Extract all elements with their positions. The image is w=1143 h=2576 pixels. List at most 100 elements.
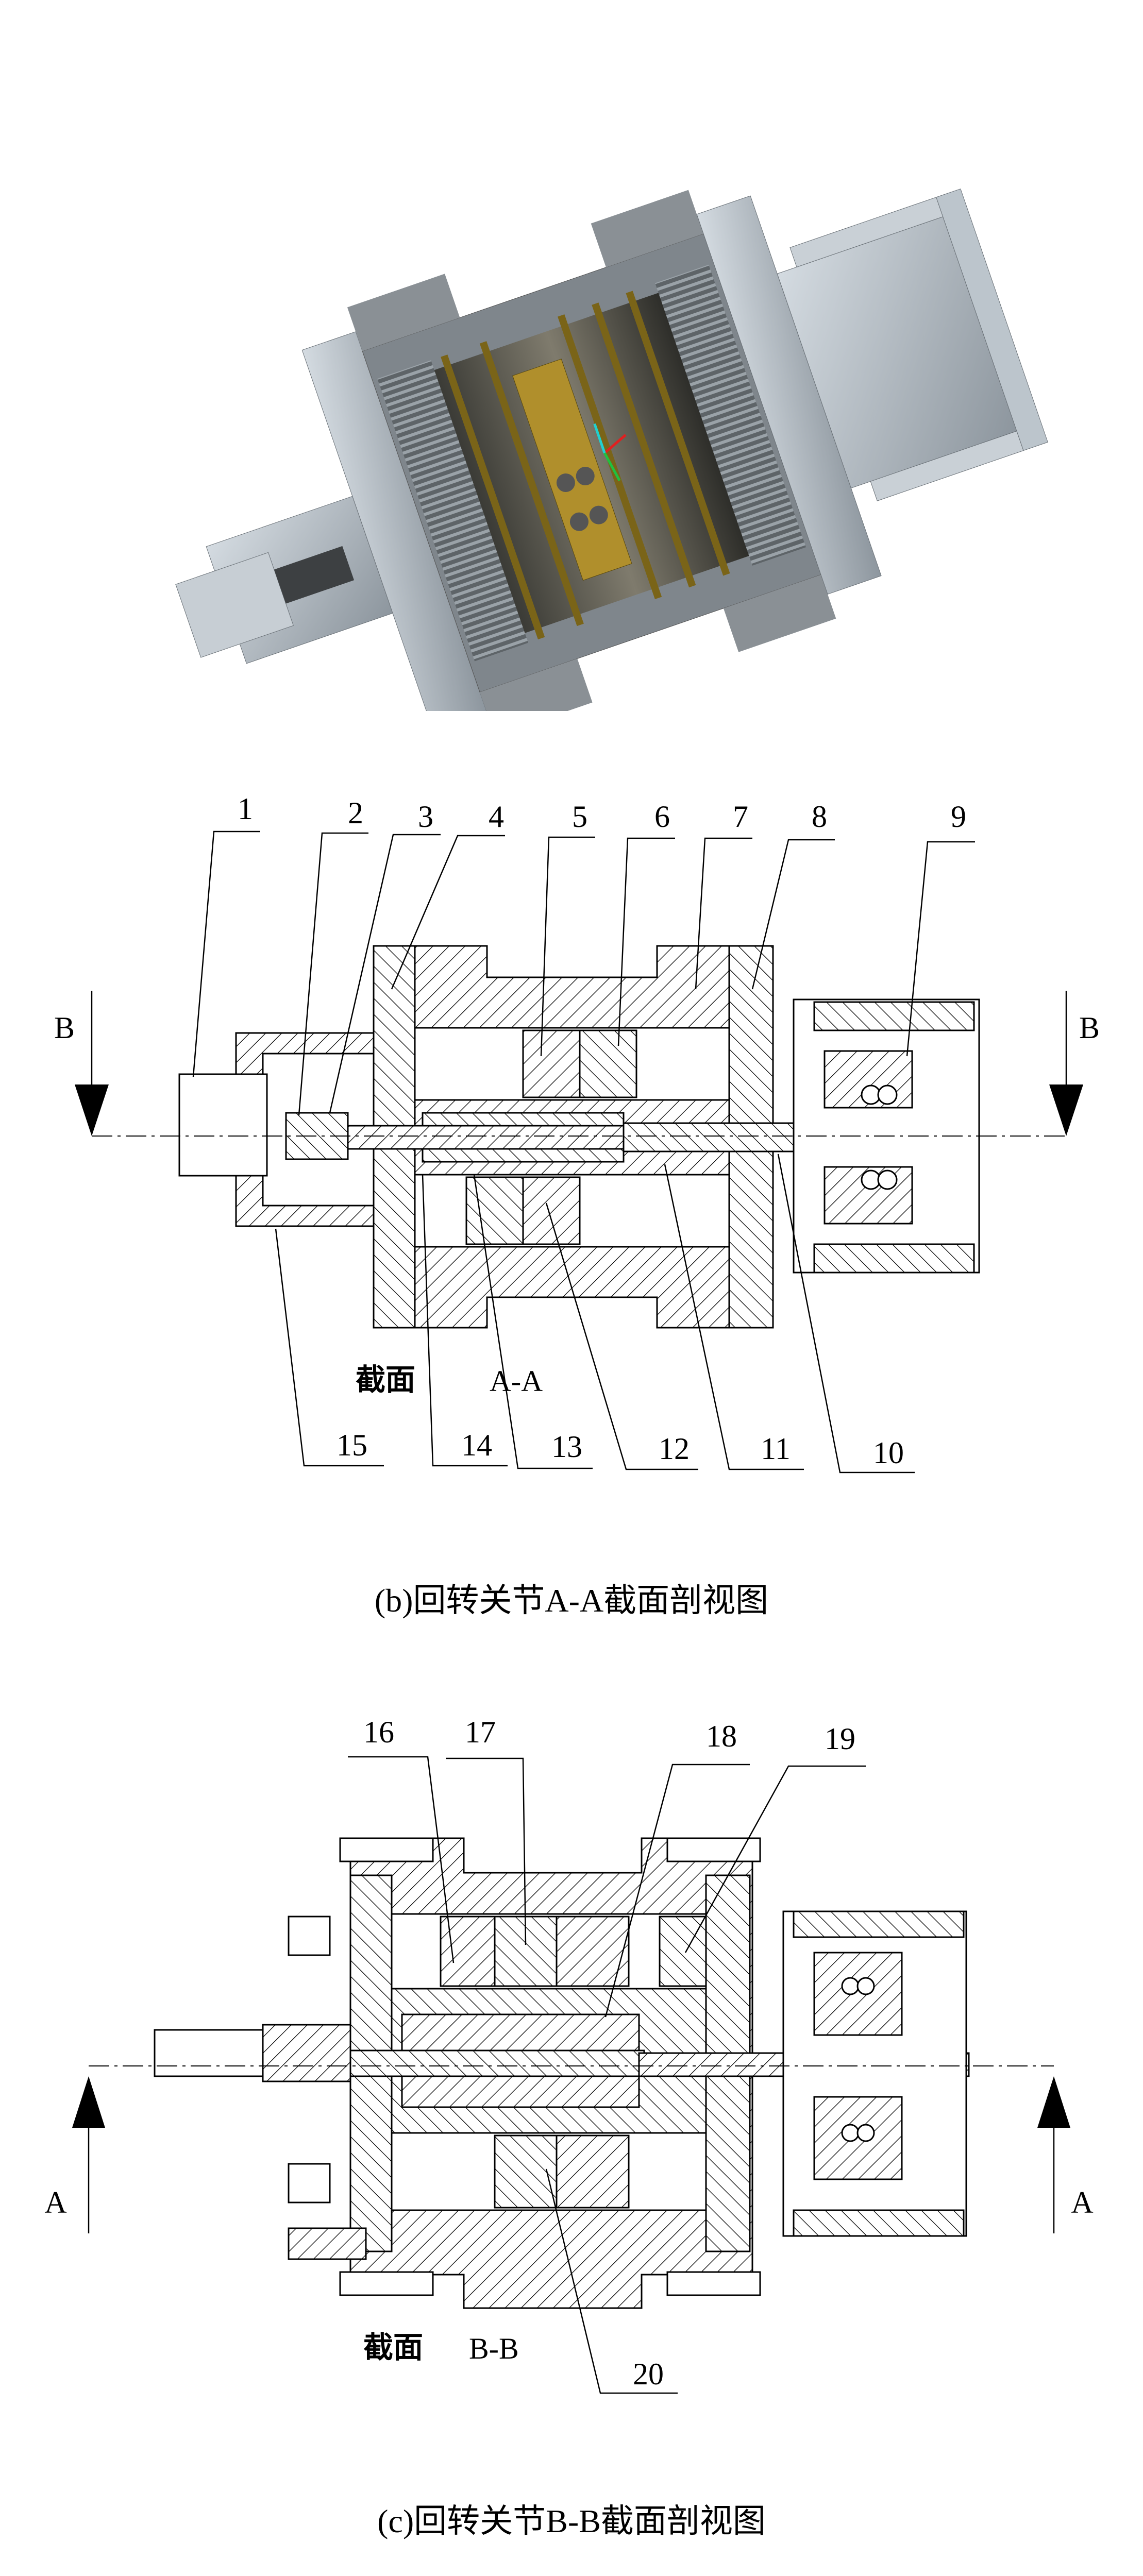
torque-driver-spring-top xyxy=(793,1910,965,1938)
leader-13 xyxy=(473,1174,593,1469)
callout-14: 14 xyxy=(461,1428,492,1462)
torque-driver-rod xyxy=(870,431,1024,501)
bottom-leader-lines xyxy=(275,1154,915,1473)
side-bolt xyxy=(288,2227,367,2260)
vane-block xyxy=(512,359,632,581)
callout-3: 3 xyxy=(418,800,433,834)
servo-shaft xyxy=(274,546,355,604)
callout-19: 19 xyxy=(825,1722,855,1756)
cylinder-flange-bottom xyxy=(723,574,836,652)
vane-block xyxy=(556,1916,630,1987)
callout-1: 1 xyxy=(238,792,253,826)
ball-bearing xyxy=(877,1170,898,1190)
bronze-ring xyxy=(479,341,584,626)
cut-label-left: A xyxy=(44,2185,67,2219)
valve-boss xyxy=(579,1029,637,1098)
leader-8 xyxy=(751,839,835,990)
top-leader-lines xyxy=(192,831,975,1116)
bronze-ring xyxy=(558,314,662,600)
cylinder-fins-left xyxy=(377,360,529,662)
cylinder-flange-top xyxy=(591,190,704,267)
callout-7: 7 xyxy=(733,800,748,834)
axis-y xyxy=(593,423,606,454)
leader-3 xyxy=(329,834,441,1113)
cylinder-fins-right xyxy=(655,264,806,566)
callout-6: 6 xyxy=(654,800,670,834)
torque-driver-block xyxy=(813,1952,903,2036)
servo xyxy=(154,2029,264,2077)
leader-16 xyxy=(348,1756,455,1963)
callout-9: 9 xyxy=(951,800,966,834)
leader-14 xyxy=(422,1174,508,1467)
bronze-ring xyxy=(592,302,696,588)
torque-driver-block xyxy=(813,2096,903,2180)
section-label: 截面 xyxy=(363,2331,424,2364)
torque-driver-plate xyxy=(936,188,1048,451)
bolt xyxy=(569,512,589,531)
bolt xyxy=(556,473,575,493)
leader-12 xyxy=(545,1202,698,1470)
bolt-top-right xyxy=(666,1837,761,1862)
callout-13: 13 xyxy=(551,1430,582,1464)
leader-20 xyxy=(545,2168,678,2394)
callout-20: 20 xyxy=(633,2357,664,2391)
torque-driver-spring-bottom xyxy=(793,2209,965,2237)
leader-9 xyxy=(906,841,975,1057)
side-bolt xyxy=(288,2163,331,2204)
section-name: A-A xyxy=(490,1364,543,1398)
axis-x xyxy=(603,434,627,454)
callout-5: 5 xyxy=(572,800,587,834)
callout-15: 15 xyxy=(337,1428,367,1462)
servo xyxy=(178,1073,268,1177)
thrust-bearing-ball xyxy=(841,1977,860,1995)
bolt xyxy=(576,467,595,486)
fixed-block-2 xyxy=(522,1176,581,1245)
callout-11: 11 xyxy=(761,1432,791,1466)
figure-c-caption: (c)回转关节B-B截面剖视图 xyxy=(377,2503,766,2539)
leader-2 xyxy=(298,832,368,1116)
callout-18: 18 xyxy=(706,1719,737,1753)
leader-7 xyxy=(695,837,752,990)
section-label: 截面 xyxy=(356,1363,416,1397)
leader-10 xyxy=(777,1154,915,1473)
section-name: B-B xyxy=(469,2332,519,2365)
servo-housing xyxy=(262,2024,351,2082)
thrust-bearing-ball xyxy=(856,1977,875,1995)
figure-b-section-aa xyxy=(75,831,1083,1473)
bolt-bottom-right xyxy=(666,2271,761,2296)
ball-bearing xyxy=(877,1084,898,1105)
cut-arrow-left-head xyxy=(72,2076,105,2128)
cut-arrow-left-head xyxy=(75,1084,109,1136)
vane-block xyxy=(465,1176,524,1245)
cut-arrow-right-head xyxy=(1037,2076,1070,2128)
callout-17: 17 xyxy=(465,1715,496,1749)
bronze-ring xyxy=(441,354,545,640)
figure-c-section-bb xyxy=(72,1756,1070,2394)
thrust-bearing-ball xyxy=(856,2124,875,2142)
leader-4 xyxy=(391,835,505,990)
torque-driver-rod xyxy=(789,197,944,267)
leader-15 xyxy=(275,1228,384,1467)
callout-4: 4 xyxy=(489,800,504,834)
side-bolt xyxy=(288,1916,331,1956)
bronze-ring xyxy=(626,291,730,576)
figure-b-caption: (b)回转关节A-A截面剖视图 xyxy=(374,1582,769,1619)
vane-block xyxy=(556,2134,630,2209)
leader-1 xyxy=(192,831,260,1077)
leader-6 xyxy=(617,837,675,1046)
callout-10: 10 xyxy=(873,1436,904,1470)
valve-spool xyxy=(303,2049,645,2077)
leader-19 xyxy=(684,1765,866,1953)
torque-driver-spring-top xyxy=(813,1001,975,1031)
leader-18 xyxy=(604,1764,750,2018)
bolt xyxy=(589,505,608,524)
figure-a-3d-model xyxy=(175,188,1048,711)
axis-z xyxy=(603,452,621,482)
valve-spool xyxy=(347,1125,627,1150)
thrust-bearing-ball xyxy=(841,2124,860,2142)
leader-17 xyxy=(446,1757,527,1945)
bolt-top-left xyxy=(339,1837,434,1862)
leader-11 xyxy=(664,1164,804,1470)
torque-driver-spring-bottom xyxy=(813,1243,975,1274)
leader-5 xyxy=(540,836,595,1057)
